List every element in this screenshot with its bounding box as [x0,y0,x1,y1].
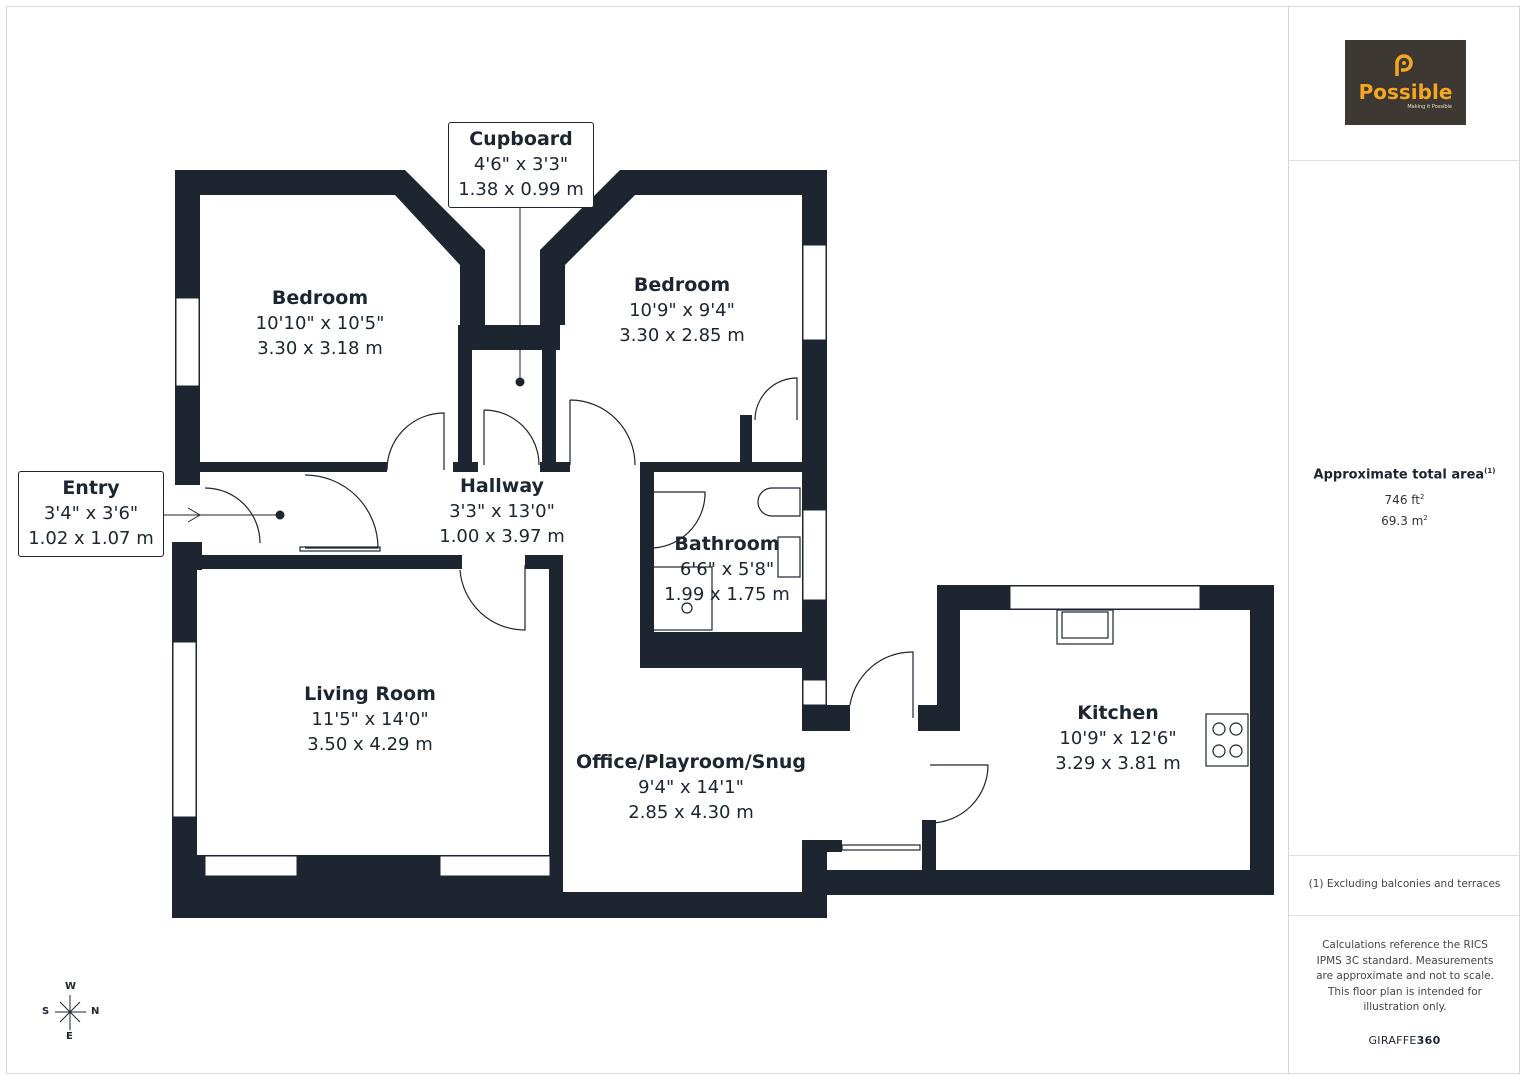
window [204,855,298,877]
shower-tray [651,566,713,631]
compass-e: E [66,1031,73,1042]
divider [1289,855,1520,856]
hob [1205,713,1249,767]
door-swing [569,399,636,466]
fixtures [651,487,1249,767]
door-swing [204,487,261,544]
wall [562,892,827,918]
leaders [164,207,525,523]
wall [740,415,752,465]
wall [802,840,842,852]
window [802,679,827,706]
hob-ring [1212,722,1226,736]
possible-logo: Possible Making it Possible [1345,40,1466,125]
sliding-door [841,844,921,851]
wall [542,325,556,470]
compass-s: S [42,1006,50,1017]
cupboard-marker [515,377,525,387]
window [172,641,197,818]
divider [1289,160,1520,161]
page-frame [6,6,1520,1074]
wall [937,585,960,731]
hob-ring [1229,722,1243,736]
wall [540,170,827,325]
kitchen-sink-basin [1061,611,1109,639]
door-swing [304,474,379,549]
toilet [757,487,801,517]
area-title: Approximate total area(1) [1313,467,1496,483]
door-swing [647,491,706,549]
wall [453,462,478,472]
doors [204,377,989,851]
hob-ring [1212,744,1226,758]
info-panel: Possible Making it Possible Approximate … [1288,6,1520,1074]
giraffe360-brand: GIRAFFE360 [1368,1034,1441,1047]
compass-n: N [91,1006,100,1017]
window [802,509,827,601]
area-ft: 746 ft2 [1384,493,1425,507]
wall [172,555,462,569]
divider [1289,915,1520,916]
wall [1250,585,1274,895]
wall [815,870,1274,895]
area-m: 69.3 m2 [1381,514,1428,528]
window [439,855,551,877]
entry-arrow [187,507,201,523]
wall [640,462,825,472]
door-swing [386,412,445,471]
door-swing [929,764,989,824]
wall [458,325,472,470]
window [802,244,827,341]
logo-mark-icon [1395,54,1413,76]
wall [640,470,652,492]
kitchen-sink [1056,609,1114,645]
hob-ring [1229,744,1243,758]
bathroom-sink [777,536,801,578]
sliding-door [299,546,381,552]
room-label-cupboard: Cupboard 4'6" x 3'3" 1.38 x 0.99 m [448,122,594,208]
wall [175,462,387,472]
door-swing [459,565,526,631]
wall [640,632,827,668]
window [1009,585,1201,610]
calculation-note: Calculations reference the RICS IPMS 3C … [1316,939,1494,1013]
floor-plan [55,170,1274,1030]
wall [175,170,485,325]
wall [640,470,654,668]
door-swing [849,651,914,718]
wall [540,462,570,472]
windows [172,244,1201,877]
wall [549,555,563,900]
entry-marker [275,510,285,520]
wall [802,705,850,731]
compass-w: W [65,981,77,992]
footnote: (1) Excluding balconies and terraces [1308,878,1501,890]
compass-rose [55,995,86,1030]
wall [922,820,936,875]
room-label-entry: Entry 3'4" x 3'6" 1.02 x 1.07 m [18,471,164,557]
shower-drain [681,602,693,614]
door-swing [483,409,540,466]
door-swing [754,377,798,421]
window [175,297,200,387]
